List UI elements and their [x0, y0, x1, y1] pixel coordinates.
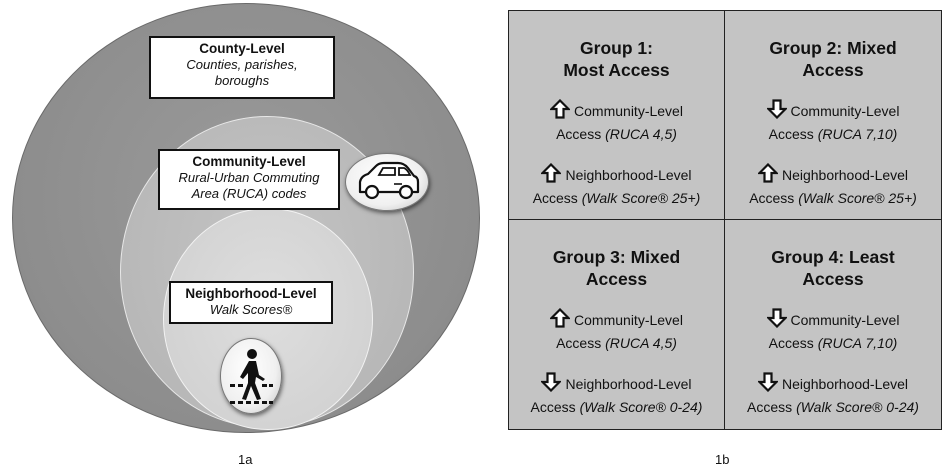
group-1-neighborhood-access: Neighborhood-Level Access (Walk Score® 2…: [509, 162, 724, 208]
group-2-cell: Group 2: Mixed Access Community-Level Ac…: [725, 11, 941, 220]
group-3-cell: Group 3: Mixed Access Community-Level Ac…: [509, 220, 725, 429]
walk-score-range: (Walk Score® 0-24): [796, 399, 919, 415]
group-1-title-line-1: Group 1:: [580, 38, 653, 58]
group-1-community-access: Community-Level Access (RUCA 4,5): [509, 98, 724, 144]
arrow-up-icon: [756, 162, 780, 188]
access-text: Access: [532, 190, 578, 206]
group-3-title: Group 3: Mixed Access: [509, 246, 724, 290]
access-text: Access: [556, 335, 602, 351]
neighborhood-level-title: Neighborhood-Level: [185, 286, 317, 301]
arrow-up-icon: [548, 98, 572, 124]
arrow-down-icon: [756, 372, 780, 397]
group-4-neighborhood-access: Neighborhood-Level Access (Walk Score® 0…: [725, 372, 941, 417]
ruca-code: (RUCA 7,10): [817, 335, 898, 351]
group-2-title-line-1: Group 2: Mixed: [769, 38, 897, 58]
ruca-code: (RUCA 7,10): [817, 126, 898, 142]
access-text: Access: [556, 126, 602, 142]
access-group-grid: Group 1: Most Access Community-Level Acc…: [508, 10, 942, 430]
arrow-down-icon: [765, 308, 788, 333]
community-level-title: Community-Level: [192, 154, 306, 169]
group-3-title-line-1: Group 3: Mixed: [552, 247, 681, 267]
group-4-title-line-1: Group 4: Least: [771, 247, 895, 267]
county-level-desc-1: Counties, parishes,: [186, 57, 298, 72]
group-1-title: Group 1: Most Access: [509, 37, 724, 81]
access-text: Access: [530, 399, 576, 415]
group-2-title-line-2: Access: [802, 60, 864, 80]
figure-caption-1a: 1a: [238, 452, 253, 467]
access-text: Access: [747, 399, 793, 415]
group-2-neighborhood-access: Neighborhood-Level Access (Walk Score® 2…: [725, 162, 941, 208]
community-level-text: Community-Level: [574, 103, 683, 119]
community-level-desc-1: Rural-Urban Commuting: [178, 170, 320, 185]
arrow-down-icon: [540, 372, 563, 397]
community-level-label: Community-Level Rural-Urban Commuting Ar…: [158, 149, 340, 210]
arrow-up-icon: [548, 307, 572, 333]
walk-score-range: (Walk Score® 0-24): [579, 399, 703, 415]
figure-caption-1b: 1b: [715, 452, 730, 467]
group-4-title-line-2: Access: [802, 269, 864, 289]
neighborhood-level-text: Neighborhood-Level: [565, 167, 692, 183]
group-4-community-access: Community-Level Access (RUCA 7,10): [725, 308, 941, 353]
neighborhood-level-text: Neighborhood-Level: [781, 376, 909, 392]
group-2-community-access: Community-Level Access (RUCA 7,10): [725, 99, 941, 144]
car-icon: [345, 153, 429, 211]
group-3-community-access: Community-Level Access (RUCA 4,5): [509, 307, 724, 353]
neighborhood-level-text: Neighborhood-Level: [781, 167, 909, 183]
access-text: Access: [749, 190, 795, 206]
access-text: Access: [768, 335, 814, 351]
arrow-up-icon: [540, 162, 563, 188]
county-level-title: County-Level: [199, 41, 285, 56]
neighborhood-level-text: Neighborhood-Level: [565, 376, 692, 392]
group-4-title: Group 4: Least Access: [725, 246, 941, 290]
community-level-text: Community-Level: [574, 312, 683, 328]
ruca-code: (RUCA 4,5): [605, 126, 677, 142]
group-3-neighborhood-access: Neighborhood-Level Access (Walk Score® 0…: [509, 372, 724, 417]
community-level-text: Community-Level: [790, 312, 900, 328]
walk-score-range: (Walk Score® 25+): [581, 190, 701, 206]
neighborhood-level-label: Neighborhood-Level Walk Scores®: [169, 281, 333, 324]
county-level-desc-2: boroughs: [214, 73, 270, 88]
group-3-title-line-2: Access: [585, 269, 648, 289]
county-level-label: County-Level Counties, parishes, borough…: [149, 36, 335, 99]
walk-score-range: (Walk Score® 25+): [798, 190, 917, 206]
ruca-code: (RUCA 4,5): [605, 335, 677, 351]
group-1-cell: Group 1: Most Access Community-Level Acc…: [509, 11, 725, 220]
access-text: Access: [768, 126, 814, 142]
community-level-desc-2: Area (RUCA) codes: [191, 186, 307, 201]
group-4-cell: Group 4: Least Access Community-Level Ac…: [725, 220, 941, 429]
group-2-title: Group 2: Mixed Access: [725, 37, 941, 81]
group-1-title-line-2: Most Access: [563, 60, 670, 80]
arrow-down-icon: [765, 99, 788, 124]
community-level-text: Community-Level: [790, 103, 900, 119]
neighborhood-level-desc: Walk Scores®: [209, 302, 293, 317]
pedestrian-crossing-icon: [220, 338, 282, 414]
